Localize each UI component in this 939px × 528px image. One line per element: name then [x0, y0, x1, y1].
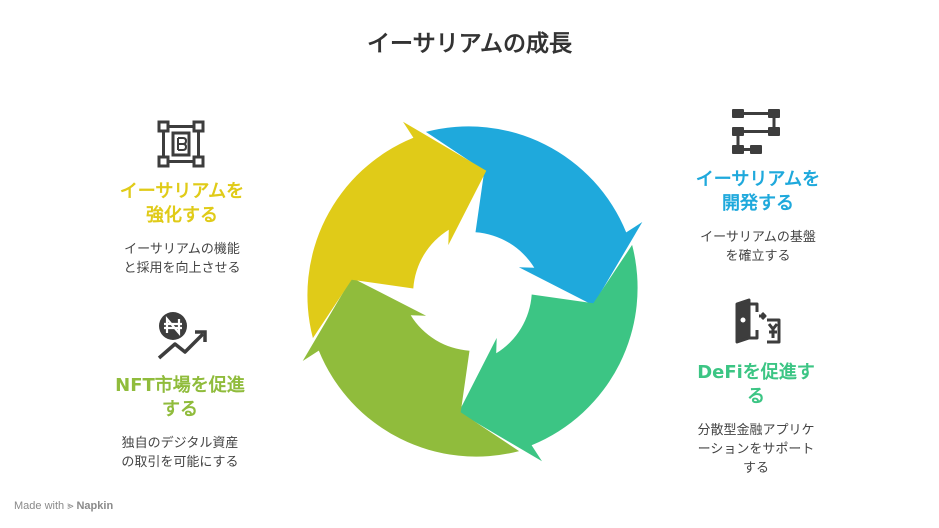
step-defi-desc-line3: する	[742, 461, 769, 476]
footer-made-with: Made with	[14, 500, 65, 512]
page-title: イーサリアムの成長	[367, 31, 572, 57]
step-enhance-heading-line2: 強化する	[146, 205, 218, 226]
step-defi-heading-line1: DeFiを促進す	[697, 362, 815, 383]
step-enhance-heading-line1: イーサリアムを	[119, 181, 245, 202]
step-nft-heading-line2: する	[162, 399, 198, 420]
cycle-arrow-nft	[302, 277, 520, 457]
step-develop-heading-line2: 開発する	[722, 193, 794, 214]
step-enhance-desc-line2: と採用を向上させる	[123, 261, 241, 276]
cycle-arrow-enhance	[307, 121, 487, 339]
blockchain-chip-icon	[157, 120, 205, 168]
wallet-exchange-icon	[735, 298, 781, 344]
step-nft-heading-line1: NFT市場を促進	[115, 375, 245, 396]
step-defi-heading-line2: る	[747, 386, 765, 407]
step-develop-heading-line1: イーサリアムを	[695, 169, 821, 190]
cycle-arrow-develop	[425, 126, 643, 306]
step-nft: NFT市場を促進 する 独自のデジタル資産 の取引を可能にする	[80, 374, 280, 472]
step-defi: DeFiを促進す る 分散型金融アプリケ ーションをサポート する	[656, 361, 856, 478]
step-defi-desc-line1: 分散型金融アプリケ	[697, 423, 815, 438]
step-develop-desc-line2: を確立する	[725, 249, 791, 264]
step-nft-desc-line1: 独自のデジタル資産	[121, 436, 239, 451]
footer-attribution: Made with ⪢ Napkin	[14, 500, 113, 513]
step-defi-desc-line2: ーションをサポート	[697, 442, 815, 457]
cycle-arrow-defi	[458, 244, 638, 462]
network-nodes-icon	[732, 109, 780, 154]
footer-brand: Napkin	[76, 500, 114, 512]
step-nft-desc-line2: の取引を可能にする	[121, 455, 239, 470]
step-develop: イーサリアムを 開発する イーサリアムの基盤 を確立する	[658, 168, 858, 266]
step-enhance-desc-line1: イーサリアムの機能	[124, 242, 240, 257]
step-develop-desc-line1: イーサリアムの基盤	[700, 230, 816, 245]
nft-growth-icon	[157, 312, 207, 360]
napkin-logo-icon: ⪢	[67, 500, 74, 512]
step-enhance: イーサリアムを 強化する イーサリアムの機能 と採用を向上させる	[82, 180, 282, 278]
